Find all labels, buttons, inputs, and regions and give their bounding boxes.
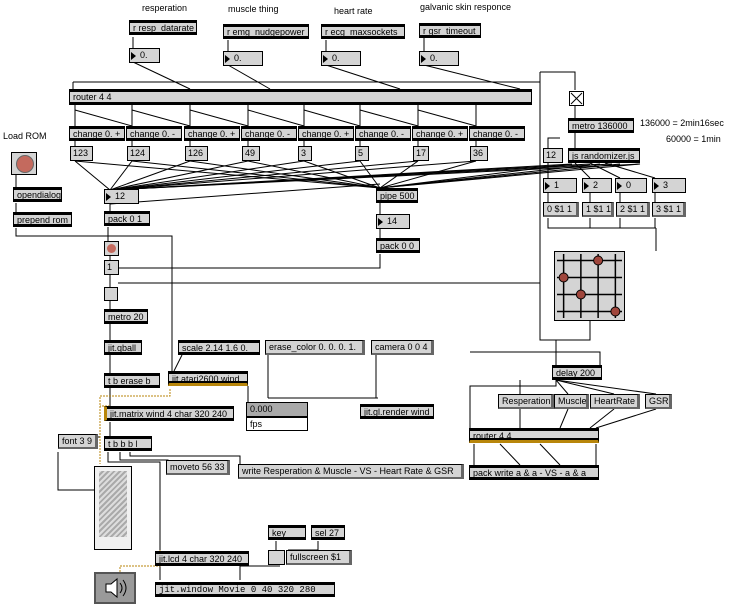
write-title-message[interactable]: write Resperation & Muscle - VS - Heart … [238,464,464,479]
speaker-icon [105,577,127,599]
heartrate-button[interactable]: HeartRate [590,394,640,409]
change-value-box[interactable]: 49 [242,146,260,161]
speaker-button[interactable] [94,572,136,604]
change-object[interactable]: change 0. + [184,126,240,141]
change-object[interactable]: change 0. - [241,126,297,141]
resperation-label: resperation [142,3,188,13]
change-value-box[interactable]: 123 [70,146,93,161]
fullscreen-message[interactable]: fullscreen $1 [286,550,352,565]
jit-window-object[interactable]: jit.window Movie 0 40 320 280 [155,582,335,597]
matrix-cell-message[interactable]: 1 $1 1 [582,202,614,217]
change-object[interactable]: change 0. + [69,126,125,141]
matrix-control-grid[interactable] [554,251,625,321]
matrix-active-cell[interactable] [575,289,586,300]
jit-matrix-object[interactable]: jit.matrix wind 4 char 320 240 [104,406,234,421]
column-number-box[interactable]: 1 [543,178,577,193]
font-message[interactable]: font 3 9 [58,434,98,449]
receive-gsr-object[interactable]: r gsr_timeout [419,23,481,38]
load-rom-button[interactable] [11,152,37,175]
heart-rate-label: heart rate [334,6,373,16]
load-rom-label: Load ROM [3,131,47,141]
toggle-value-box[interactable]: 1 [104,260,119,275]
time-note-1: 136000 = 2min16sec [640,118,724,128]
router-bottom-object[interactable]: router 4 4 [469,428,599,443]
muscle-button[interactable]: Muscle [554,394,589,409]
slot-14-number-box[interactable]: 14 [376,214,410,229]
key-object[interactable]: key [268,525,306,540]
delay-200-object[interactable]: delay 200 [552,365,602,380]
slot-number-box[interactable]: 12 [104,189,139,204]
gsr-label: galvanic skin responce [420,2,512,12]
matrix-control-cells [557,254,622,318]
resperation-button[interactable]: Resperation [498,394,554,409]
column-number-box[interactable]: 2 [582,178,612,193]
opendialog-object[interactable]: opendialog [13,187,62,202]
prepend-rom-object[interactable]: prepend rom [13,212,72,227]
change-value-box[interactable]: 36 [470,146,488,161]
js-randomizer-object[interactable]: js randomizer.js [568,148,640,163]
emg-number-box[interactable]: 0. [223,51,263,66]
erase-color-message[interactable]: erase_color 0. 0. 0. 1. [265,340,365,355]
router-top-object[interactable]: router 4 4 [69,89,532,105]
receive-ecg-object[interactable]: r ecg_maxsockets [321,24,405,39]
preview-pattern [99,471,127,537]
scale-object[interactable]: scale 2.14 1.6 0. [178,340,260,355]
metro-136000-object[interactable]: metro 136000 [568,118,634,133]
jit-gl-render-object[interactable]: jit.gl.render wind [360,404,434,419]
matrix-active-cell[interactable] [558,272,569,283]
bang-button[interactable] [104,241,119,256]
trigger-erase-object[interactable]: t b erase b [104,373,160,388]
fps-label: fps [246,417,308,431]
time-note-2: 60000 = 1min [666,134,721,144]
matrix-active-cell[interactable] [593,255,604,266]
matrix-cell-message[interactable]: 3 $1 1 [652,202,686,217]
bang-icon [107,244,116,253]
receive-resp-object[interactable]: r resp_datarate [129,20,197,35]
change-value-box[interactable]: 126 [185,146,208,161]
trigger-bbbl-object[interactable]: t b b b l [104,436,152,451]
preview-window [94,466,132,550]
fullscreen-toggle[interactable] [268,550,285,565]
bang-icon [16,155,34,173]
pack-00-object[interactable]: pack 0 0 [376,238,420,253]
column-number-box[interactable]: 0 [615,178,647,193]
change-object[interactable]: change 0. + [298,126,354,141]
ecg-number-box[interactable]: 0. [321,51,361,66]
toggle-x-icon [570,92,583,105]
resp-number-box[interactable]: 0. [129,48,160,63]
fps-number-display: 0.000 [246,402,308,417]
change-value-box[interactable]: 124 [127,146,150,161]
count-value-box[interactable]: 12 [543,148,563,163]
moveto-message[interactable]: moveto 56 33 [166,460,230,475]
jit-atari2600-object[interactable]: jit.atari2600 wind [168,371,248,386]
toggle-button[interactable] [104,287,118,301]
jit-qball-object[interactable]: jit.qball [104,340,142,355]
matrix-active-cell[interactable] [610,306,621,317]
change-object[interactable]: change 0. - [355,126,411,141]
muscle-label: muscle thing [228,4,279,14]
column-number-box[interactable]: 3 [652,178,686,193]
pack-write-object[interactable]: pack write a & a - VS - a & a [469,465,599,480]
change-object[interactable]: change 0. - [126,126,182,141]
change-value-box[interactable]: 17 [413,146,429,161]
matrix-cell-message[interactable]: 2 $1 1 [616,202,650,217]
pipe-500-object[interactable]: pipe 500 [376,188,418,203]
toggle-x-button[interactable] [569,91,584,106]
change-object[interactable]: change 0. + [412,126,468,141]
change-value-box[interactable]: 3 [298,146,312,161]
gsr-button[interactable]: GSR [645,394,672,409]
sel-27-object[interactable]: sel 27 [311,525,345,540]
receive-emg-object[interactable]: r emg_nudgepower [223,24,309,39]
pack-01-object[interactable]: pack 0 1 [104,211,150,226]
change-value-box[interactable]: 5 [355,146,369,161]
change-object[interactable]: change 0. - [469,126,525,141]
gsr-number-box[interactable]: 0. [419,51,459,66]
matrix-cell-message[interactable]: 0 $1 1 [543,202,579,217]
jit-lcd-object[interactable]: jit.lcd 4 char 320 240 [155,551,249,566]
camera-message[interactable]: camera 0 0 4 [371,340,434,355]
metro-20-object[interactable]: metro 20 [104,309,148,324]
